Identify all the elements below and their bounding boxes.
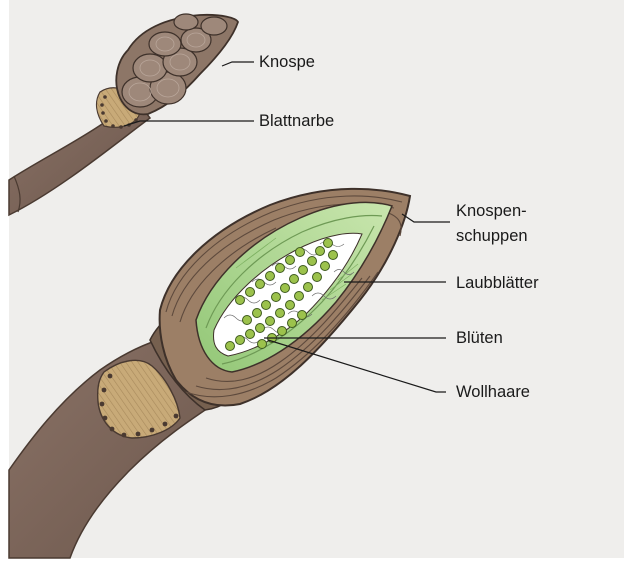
leader-knospenschuppen bbox=[402, 214, 450, 222]
leader-knospe bbox=[222, 62, 254, 66]
label-knospenschuppen-line2: schuppen bbox=[456, 227, 528, 245]
label-knospenschuppen-line1: Knospen- bbox=[456, 202, 527, 220]
small-bud bbox=[116, 14, 238, 114]
label-wollhaare: Wollhaare bbox=[456, 383, 530, 401]
label-blueten: Blüten bbox=[456, 329, 503, 347]
label-blattnarbe: Blattnarbe bbox=[259, 112, 334, 130]
label-knospe: Knospe bbox=[259, 53, 315, 71]
label-laubblaetter: Laubblätter bbox=[456, 274, 539, 292]
